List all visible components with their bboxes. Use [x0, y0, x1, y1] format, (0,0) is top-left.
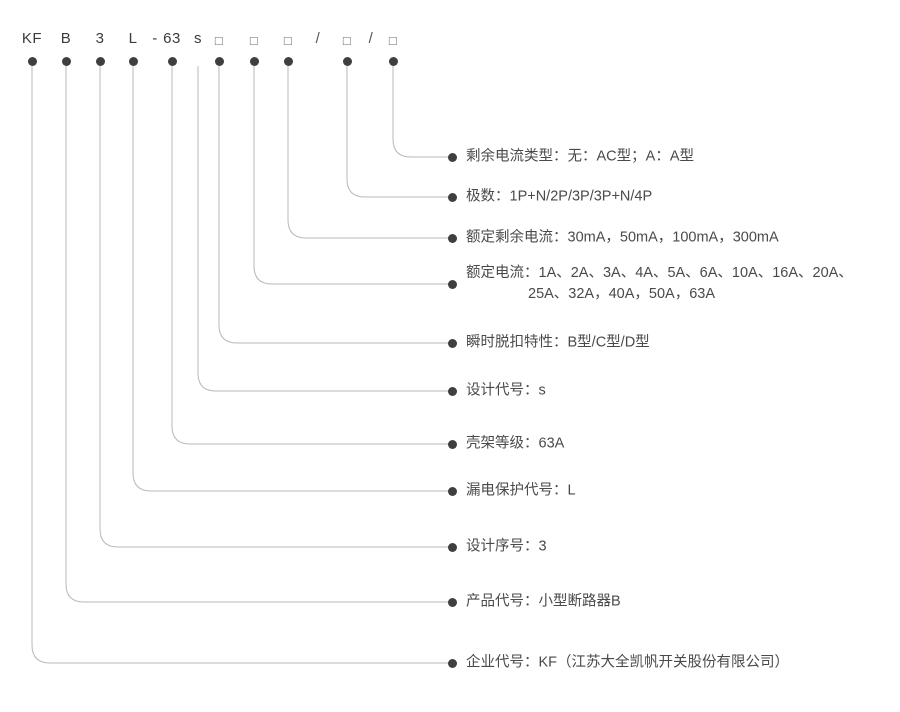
code-token-9: □ — [283, 33, 293, 48]
code-token-4: - — [152, 30, 158, 47]
code-token-5: 63 — [163, 30, 181, 47]
code-node-dot-7 — [214, 56, 224, 66]
callout-dot-rated-current — [447, 279, 457, 289]
code-token-3: L — [128, 30, 138, 47]
code-token-0: KF — [21, 30, 43, 47]
callout-text-primary: 设计代号：s — [466, 382, 546, 399]
callout-text-primary: 企业代号：KF（江苏大全凯帆开关股份有限公司） — [466, 654, 790, 671]
code-token-10: / — [315, 30, 321, 47]
leader-line-residual-current-type — [392, 66, 452, 158]
callout-label-instantaneous-trip-characteristic: 瞬时脱扣特性：B型/C型/D型 — [466, 333, 650, 354]
callout-text-primary: 漏电保护代号：L — [466, 482, 576, 499]
leader-line-design-serial-number — [99, 66, 452, 548]
callout-text-primary: 极数：1P+N/2P/3P/3P+N/4P — [466, 188, 653, 205]
leader-line-pole-number — [346, 66, 452, 198]
code-node-dot-1 — [61, 56, 71, 66]
callout-dot-frame-rating — [447, 439, 457, 449]
code-node-dot-11 — [342, 56, 352, 66]
leader-line-frame-rating — [171, 66, 452, 445]
callout-dot-design-code — [447, 386, 457, 396]
callout-text-primary: 剩余电流类型：无：AC型；A：A型 — [466, 148, 694, 165]
callout-text-primary: 壳架等级：63A — [466, 435, 565, 452]
code-token-11: □ — [342, 33, 352, 48]
code-node-dot-9 — [283, 56, 293, 66]
callout-label-enterprise-code: 企业代号：KF（江苏大全凯帆开关股份有限公司） — [466, 653, 789, 674]
callout-dot-enterprise-code — [447, 658, 457, 668]
code-token-1: B — [60, 30, 72, 47]
model-code-row: KF B 3 L-63 s □ □ □ / □ / □ — [0, 0, 900, 80]
callout-dot-residual-current-type — [447, 152, 457, 162]
code-node-dot-13 — [388, 56, 398, 66]
code-node-dot-3 — [128, 56, 138, 66]
callout-text-primary: 产品代号：小型断路器B — [466, 593, 621, 610]
callout-text-primary: 额定电流：1A、2A、3A、4A、5A、6A、10A、16A、20A、 — [466, 265, 853, 281]
callout-dot-instantaneous-trip-characteristic — [447, 338, 457, 348]
leader-line-rated-current — [253, 66, 452, 285]
callout-label-product-code: 产品代号：小型断路器B — [466, 592, 621, 613]
leader-line-enterprise-code — [31, 66, 452, 664]
code-node-dot-8 — [249, 56, 259, 66]
leader-line-design-code — [197, 66, 452, 392]
code-token-13: □ — [388, 33, 398, 48]
code-token-2: 3 — [95, 30, 105, 47]
code-token-6: s — [194, 30, 202, 47]
callout-label-rated-current: 额定电流：1A、2A、3A、4A、5A、6A、10A、16A、20A、 25A、3… — [466, 263, 853, 305]
callout-label-pole-number: 极数：1P+N/2P/3P/3P+N/4P — [466, 187, 652, 208]
leader-line-rated-residual-current — [287, 66, 452, 239]
code-node-dot-0 — [27, 56, 37, 66]
callout-text-secondary: 25A、32A，40A，50A，63A — [528, 286, 715, 302]
callout-label-rated-residual-current: 额定剩余电流：30mA，50mA，100mA，300mA — [466, 228, 779, 249]
callout-dot-rated-residual-current — [447, 233, 457, 243]
code-token-8: □ — [249, 33, 259, 48]
callout-dot-pole-number — [447, 192, 457, 202]
callout-label-design-code: 设计代号：s — [466, 381, 546, 402]
callout-dot-design-serial-number — [447, 542, 457, 552]
callout-label-residual-current-type: 剩余电流类型：无：AC型；A：A型 — [466, 147, 694, 168]
code-token-12: / — [368, 30, 374, 47]
leader-line-earth-leakage-protection-code — [132, 66, 452, 492]
callout-label-earth-leakage-protection-code: 漏电保护代号：L — [466, 481, 576, 502]
callout-label-design-serial-number: 设计序号：3 — [466, 537, 547, 558]
code-token-7: □ — [214, 33, 224, 48]
callout-dot-earth-leakage-protection-code — [447, 486, 457, 496]
leader-line-instantaneous-trip-characteristic — [218, 66, 452, 344]
callout-text-primary: 额定剩余电流：30mA，50mA，100mA，300mA — [466, 229, 779, 246]
leader-line-product-code — [65, 66, 452, 603]
callout-dot-product-code — [447, 597, 457, 607]
callout-label-frame-rating: 壳架等级：63A — [466, 434, 564, 455]
code-node-dot-5 — [167, 56, 177, 66]
code-node-dot-2 — [95, 56, 105, 66]
callout-text-primary: 设计序号：3 — [466, 538, 547, 555]
callout-text-primary: 瞬时脱扣特性：B型/C型/D型 — [466, 334, 650, 351]
